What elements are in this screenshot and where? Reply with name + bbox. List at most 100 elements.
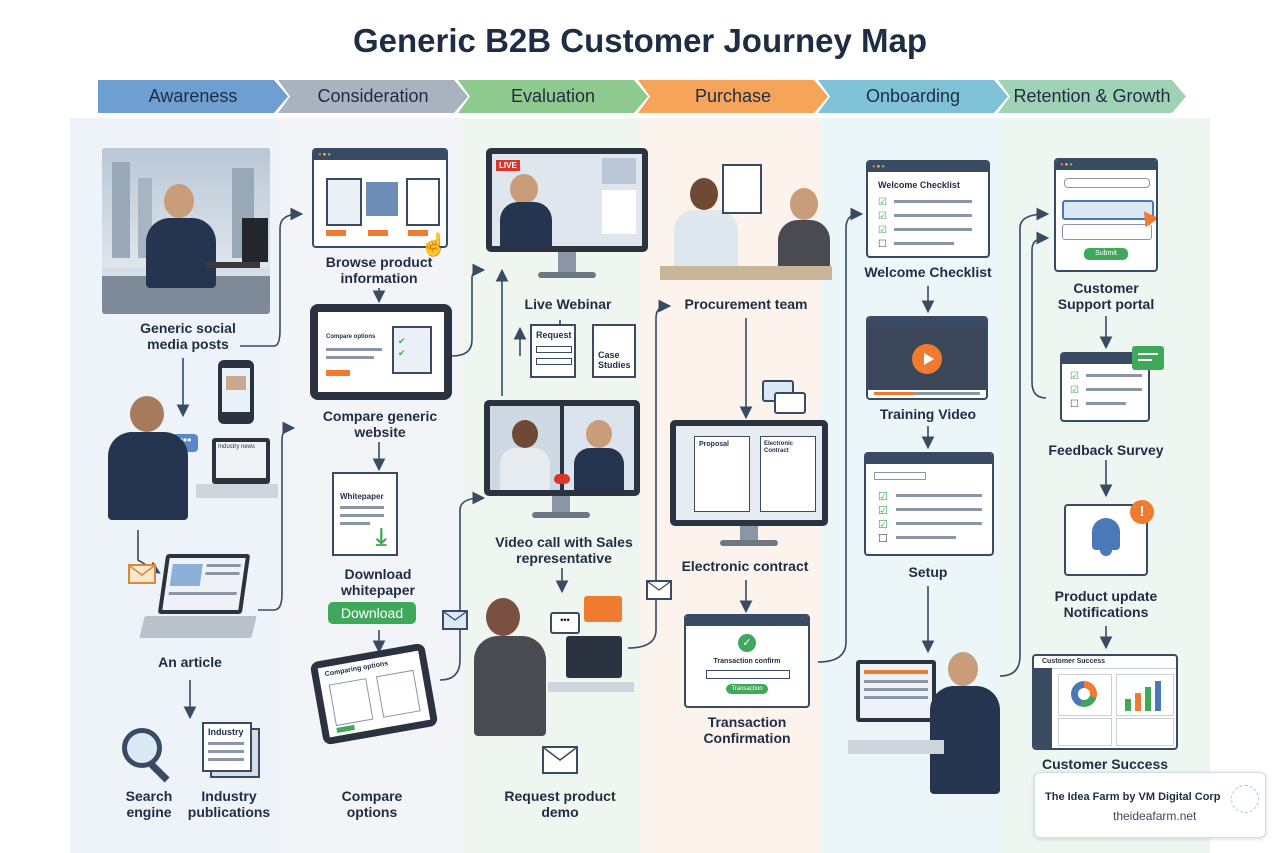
case-studies-icon: Case Studies xyxy=(592,324,636,378)
stage-awareness: Awareness xyxy=(98,80,288,113)
label-video-call: Video call with Sales representative xyxy=(495,534,633,566)
news-screen-label: Industry news xyxy=(218,444,256,450)
download-button[interactable]: Download xyxy=(328,602,416,624)
arrow-survey-to-portal xyxy=(1031,231,1050,399)
bell-icon xyxy=(1092,518,1120,550)
label-compare-options: Compare options xyxy=(341,788,403,820)
pointer-hand-icon: ☝ xyxy=(420,232,448,257)
industry-publication-label: Industry xyxy=(208,727,244,737)
arrow-user-to-portal xyxy=(999,207,1050,677)
idea-farm-logo-icon xyxy=(1231,785,1259,813)
label-support-portal: Customer Support portal xyxy=(1057,280,1155,312)
transaction-confirm-label: Transaction confirm xyxy=(713,658,781,665)
case-studies-label: Case Studies xyxy=(598,350,631,370)
label-electronic-contract: Electronic contract xyxy=(681,558,809,574)
download-arrow-icon: ⤓ xyxy=(376,524,387,551)
label-request-demo: Request product demo xyxy=(504,788,616,820)
request-form-icon: Request xyxy=(530,324,576,378)
stage-awareness-chevron xyxy=(98,80,288,113)
chat-bubble-orange-icon xyxy=(584,596,622,622)
label-setup: Setup xyxy=(908,564,948,580)
video-call-monitor-illustration xyxy=(484,400,640,528)
stage-evaluation: Evaluation xyxy=(458,80,648,113)
support-portal-window: ●●● Submit xyxy=(1054,158,1158,272)
transaction-button[interactable]: Transaction xyxy=(726,684,768,694)
arrow-article-to-compare xyxy=(258,421,296,611)
phone-icon xyxy=(218,360,254,424)
stage-retention: Retention & Growth xyxy=(998,80,1186,113)
watermark-name: The Idea Farm by VM Digital Corp xyxy=(1045,791,1221,803)
stage-consideration: Consideration xyxy=(278,80,468,113)
watermark-card: The Idea Farm by VM Digital Corp theidea… xyxy=(1034,772,1266,838)
compare-tablet-illustration: Compare options ✔ ✔ xyxy=(310,304,452,400)
label-search-engine: Search engine xyxy=(125,788,173,820)
label-download-whitepaper: Download whitepaper xyxy=(341,566,415,598)
envelope-icon-purchase xyxy=(646,580,672,600)
arrow-whitepaper-to-video xyxy=(439,491,486,681)
contract-doc-label: Electronic Contract xyxy=(764,441,794,454)
arrow-demo-to-procurement xyxy=(627,299,672,649)
procurement-team-illustration xyxy=(660,162,832,292)
webinar-monitor-illustration: LIVE xyxy=(486,148,648,290)
demo-email-icon xyxy=(542,746,578,774)
proposal-doc-label: Proposal xyxy=(699,441,729,448)
compare-tablet-label: Compare options xyxy=(326,334,376,340)
desk-user-illustration xyxy=(848,650,1004,800)
bar-chart-icon xyxy=(1116,674,1174,716)
label-browse-product: Browse product information xyxy=(325,254,433,286)
alert-badge-icon: ! xyxy=(1130,500,1154,524)
stage-onboarding-label: Onboarding xyxy=(865,86,961,106)
request-form-label: Request xyxy=(536,330,572,340)
arrow-social-to-browse xyxy=(240,207,304,347)
label-article: An article xyxy=(158,654,222,670)
live-badge: LIVE xyxy=(496,160,520,171)
watermark-site: theideafarm.net xyxy=(1113,809,1197,823)
stage-purchase: Purchase xyxy=(638,80,828,113)
customer-success-dashboard: Customer Success xyxy=(1032,654,1178,750)
label-industry-publications: Industry publications xyxy=(187,788,271,820)
dashboard-title: Customer Success xyxy=(1042,658,1106,665)
feedback-survey-window: ☑☑☐ xyxy=(1060,352,1150,422)
label-training-video: Training Video xyxy=(879,406,977,422)
browse-product-window: ●●● xyxy=(312,148,448,248)
end-call-icon xyxy=(554,474,570,484)
stage-retention-label: Retention & Growth xyxy=(1013,86,1171,106)
stage-evaluation-label: Evaluation xyxy=(510,86,596,106)
laptop-user-illustration: Industry news xyxy=(100,392,278,524)
label-notifications: Product update Notifications xyxy=(1054,588,1158,620)
label-procurement: Procurement team xyxy=(684,296,808,312)
label-social-posts: Generic social media posts xyxy=(140,320,236,352)
stage-onboarding: Onboarding xyxy=(818,80,1008,113)
play-button-icon[interactable] xyxy=(912,344,942,374)
chat-bubbles-icon xyxy=(762,380,806,414)
label-compare-website: Compare generic website xyxy=(322,408,438,440)
industry-publication-icon: Industry xyxy=(202,722,260,778)
whitepaper-icon-label: Whitepaper xyxy=(340,492,384,501)
envelope-icon-left xyxy=(442,610,468,630)
label-live-webinar: Live Webinar xyxy=(524,296,612,312)
transaction-confirm-window: ✓ Transaction confirm Transaction xyxy=(684,614,810,708)
label-welcome-checklist: Welcome Checklist xyxy=(864,264,992,280)
whitepaper-document-icon: Whitepaper ⤓ xyxy=(332,472,404,560)
contract-monitor-illustration: Proposal Electronic Contract xyxy=(670,420,828,550)
stage-consideration-chevron xyxy=(278,80,468,113)
email-icon xyxy=(128,564,156,584)
article-laptop-illustration xyxy=(139,554,260,646)
arrow-transaction-to-checklist xyxy=(817,207,864,663)
stage-onboarding-chevron xyxy=(818,80,1008,113)
stage-evaluation-chevron xyxy=(458,80,648,113)
submit-button[interactable]: Submit xyxy=(1084,248,1128,260)
office-worker-illustration xyxy=(102,148,270,314)
stage-purchase-label: Purchase xyxy=(694,86,772,106)
stage-awareness-label: Awareness xyxy=(148,86,238,106)
setup-window: ☑☑☑☐ xyxy=(864,452,994,556)
label-transaction-confirmation: Transaction Confirmation xyxy=(703,714,791,746)
stage-consideration-label: Consideration xyxy=(317,86,429,106)
welcome-checklist-window: ●●● Welcome Checklist ☑☑☑☐ xyxy=(866,160,990,258)
label-customer-success: Customer Success xyxy=(1041,756,1169,772)
training-video-window xyxy=(866,316,988,400)
chat-bubble-white-icon: ••• xyxy=(550,612,580,634)
search-magnifier-icon xyxy=(120,726,176,783)
arrow-compare-to-webinar xyxy=(451,263,486,357)
